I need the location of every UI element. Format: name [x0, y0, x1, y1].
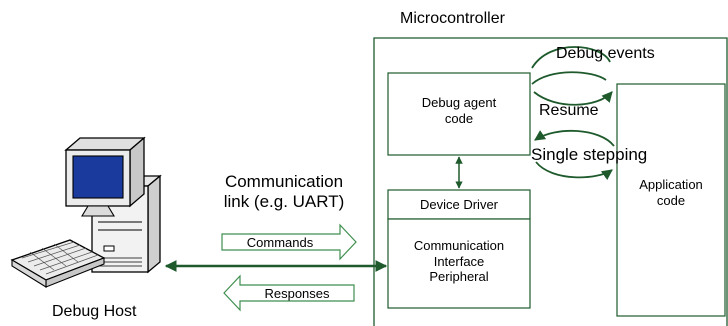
debug-host-label: Debug Host: [52, 303, 137, 320]
application-label: Application code: [639, 177, 703, 208]
debug-events-label: Debug events: [556, 45, 655, 62]
debug-agent-box: [387, 72, 531, 156]
debug-agent-label: Debug agent code: [421, 95, 497, 126]
microcontroller-label: Microcontroller: [400, 10, 505, 27]
responses-label: Responses: [264, 286, 330, 301]
microcontroller-border: [373, 37, 728, 326]
comm-peripheral-box: [387, 218, 531, 309]
commands-label: Commands: [246, 235, 314, 250]
computer-icon: [10, 136, 162, 288]
single-stepping-label: Single stepping: [531, 145, 648, 164]
commands-block-arrow: [221, 223, 357, 261]
device-driver-label: Device Driver: [419, 197, 498, 212]
responses-block-arrow: [223, 274, 355, 312]
resume-label: Resume: [539, 102, 599, 119]
comm-peripheral-label: Communication Interface Peripheral: [413, 238, 505, 285]
communication-link-label: Communication link (e.g. UART): [223, 172, 345, 212]
application-box: [616, 83, 726, 317]
